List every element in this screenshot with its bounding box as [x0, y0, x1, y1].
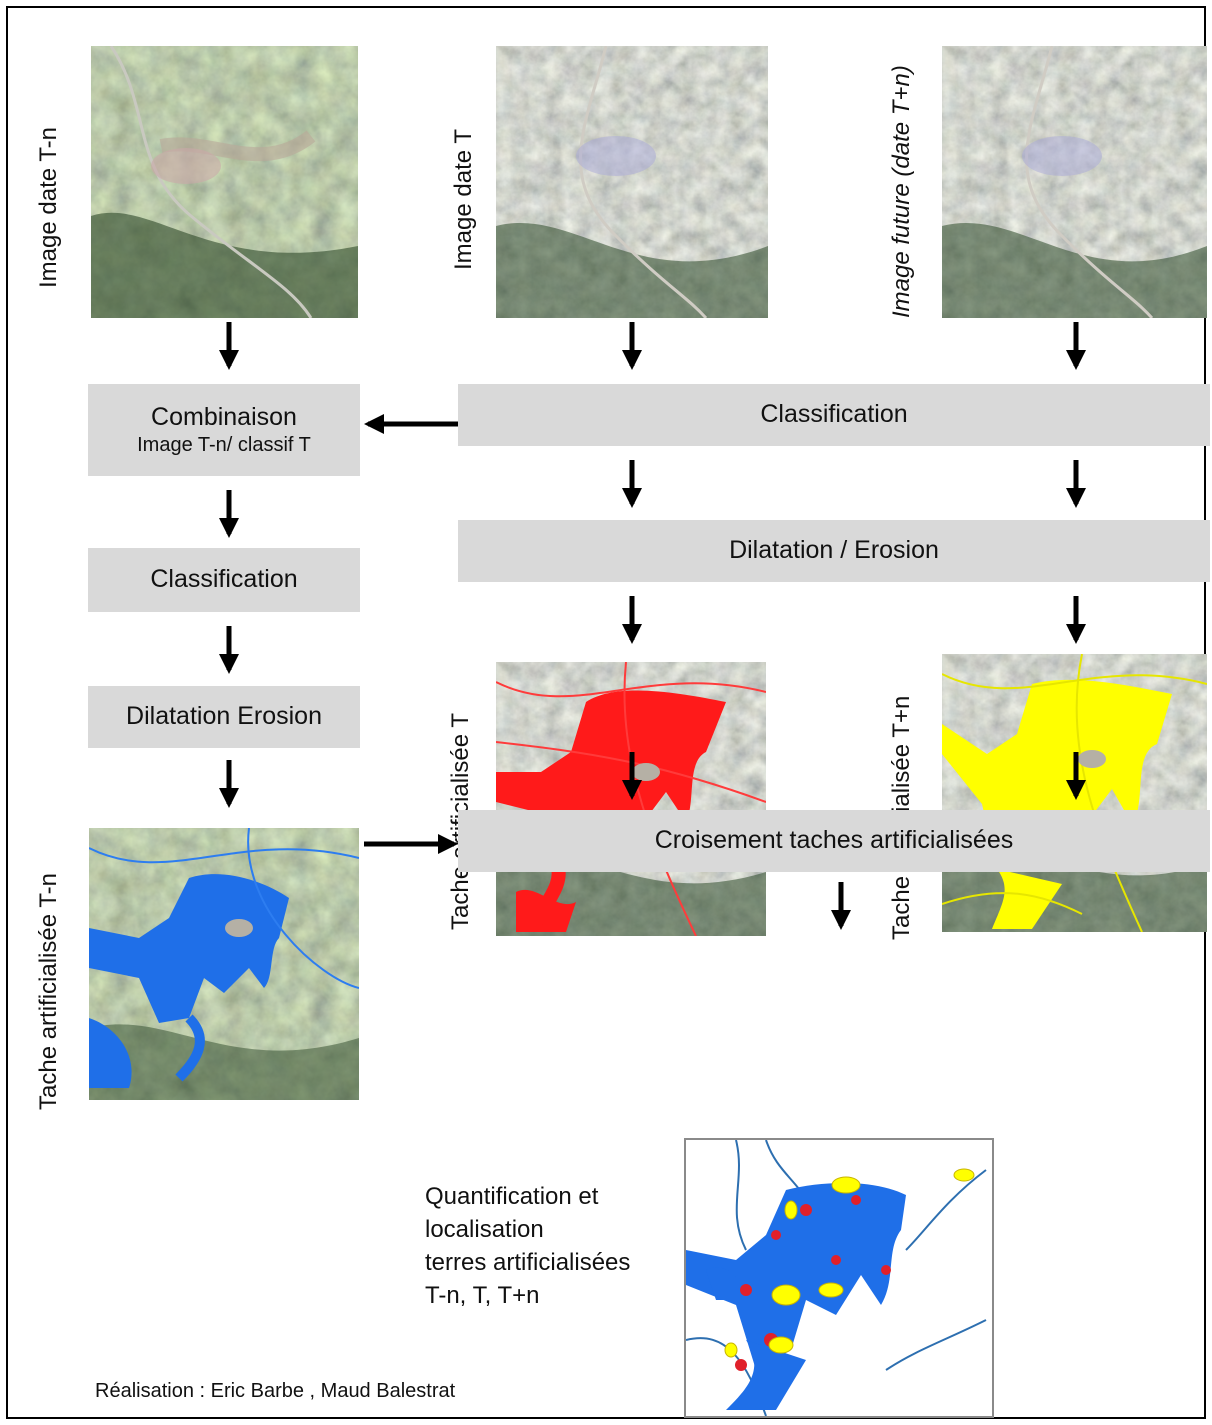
label-image-future: Image future (date T+n)	[888, 65, 916, 318]
result-line4: T-n, T, T+n	[425, 1282, 540, 1309]
image-future	[942, 46, 1207, 318]
result-line2: localisation	[425, 1216, 544, 1243]
result-description: Quantification et localisation terres ar…	[425, 1180, 630, 1312]
arrow-down-6	[1066, 460, 1086, 508]
arrow-down-3	[1066, 322, 1086, 370]
arrow-down-12	[1066, 752, 1086, 800]
dilatation-main-label: Dilatation / Erosion	[729, 536, 939, 565]
classification-left-label: Classification	[150, 565, 298, 594]
label-image-future-paren: (date T+n)	[888, 65, 915, 177]
arrow-left-to-combinaison	[364, 414, 458, 434]
arrow-down-8	[622, 596, 642, 644]
croisement-label: Croisement taches artificialisées	[654, 826, 1014, 855]
label-image-future-main: Image future	[888, 183, 915, 318]
arrow-down-13	[831, 882, 851, 930]
combinaison-title: Combinaison	[151, 402, 297, 431]
label-image-tn: Image date T-n	[35, 127, 62, 288]
classification-left-box: Classification	[88, 548, 360, 612]
arrow-down-9	[1066, 596, 1086, 644]
credit: Réalisation : Eric Barbe , Maud Balestra…	[95, 1380, 456, 1402]
croisement-box: Croisement taches artificialisées	[458, 810, 1210, 872]
combinaison-subtitle: Image T-n/ classif T	[137, 434, 311, 457]
label-tache-tn: Tache artificialisée T-n	[35, 873, 62, 1110]
image-date-t	[496, 46, 768, 318]
arrow-down-7	[219, 626, 239, 674]
result-line1: Quantification et	[425, 1183, 599, 1210]
classification-main-label: Classification	[760, 400, 908, 429]
label-image-t: Image date T	[450, 129, 477, 270]
arrow-down-5	[622, 460, 642, 508]
arrow-down-11	[622, 752, 642, 800]
arrow-down-2	[622, 322, 642, 370]
result-line3: terres artificialisées	[425, 1249, 631, 1276]
tache-tn-image	[89, 828, 359, 1100]
arrow-down-10	[219, 760, 239, 808]
arrow-right-to-croisement	[364, 834, 458, 854]
dilatation-left-box: Dilatation Erosion	[88, 686, 360, 748]
result-map	[684, 1138, 994, 1418]
combinaison-box: Combinaison Image T-n/ classif T	[88, 384, 360, 476]
image-date-tn	[91, 46, 358, 318]
dilatation-left-label: Dilatation Erosion	[126, 702, 322, 731]
arrow-down-1	[219, 322, 239, 370]
arrow-down-4	[219, 490, 239, 538]
classification-main-box: Classification	[458, 384, 1210, 446]
dilatation-main-box: Dilatation / Erosion	[458, 520, 1210, 582]
